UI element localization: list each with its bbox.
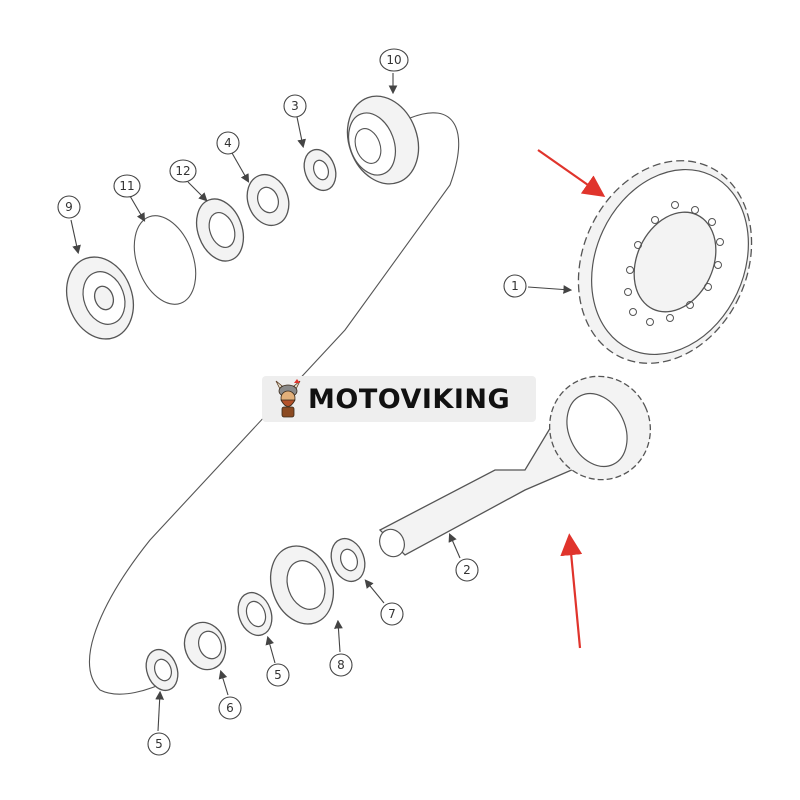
svg-text:1: 1 [511, 279, 519, 293]
callout-8: 8 [329, 653, 353, 677]
svg-text:4: 4 [224, 136, 232, 150]
callout-4: 4 [216, 131, 240, 155]
callout-2: 2 [455, 558, 479, 582]
svg-text:5: 5 [155, 737, 163, 751]
callout-6: 6 [218, 696, 242, 720]
svg-text:10: 10 [386, 53, 401, 67]
svg-text:3: 3 [291, 99, 299, 113]
svg-text:12: 12 [175, 164, 190, 178]
bearing-part-8 [270, 545, 334, 625]
svg-text:6: 6 [226, 701, 234, 715]
callout-12: 12 [169, 159, 197, 183]
highlight-arrow-pinion [560, 533, 583, 649]
callout-10: 10 [379, 48, 409, 72]
bearing-part-10 [346, 95, 420, 185]
o-ring-part-11 [133, 215, 197, 305]
svg-text:2: 2 [463, 563, 471, 577]
callout-9: 9 [57, 195, 81, 219]
flange-part-9 [66, 256, 134, 340]
assembly-outline [89, 112, 460, 695]
washer-part-7 [330, 537, 366, 583]
svg-text:7: 7 [388, 607, 396, 621]
callout-1: 1 [503, 274, 527, 298]
callout-11: 11 [113, 174, 141, 198]
nut-part-4 [246, 173, 290, 227]
svg-text:5: 5 [274, 668, 282, 682]
shim-part-5-upper [237, 591, 273, 637]
callout-leaders [70, 73, 573, 732]
callout-7: 7 [380, 602, 404, 626]
svg-text:9: 9 [65, 200, 73, 214]
svg-text:8: 8 [337, 658, 345, 672]
brand-name: MOTOVIKING [308, 383, 511, 415]
viking-mascot-icon [275, 379, 301, 418]
svg-text:11: 11 [119, 179, 134, 193]
callout-5-lower: 5 [147, 732, 171, 756]
washer-part-3 [303, 148, 337, 192]
highlight-arrow-ring-gear [537, 149, 606, 198]
callout-5-upper: 5 [266, 663, 290, 687]
ring-gear-part-1 [577, 160, 753, 364]
callout-3: 3 [283, 94, 307, 118]
seal-part-12 [195, 198, 245, 262]
spacer-part-6 [183, 621, 227, 671]
brand-watermark: MOTOVIKING [262, 376, 536, 422]
pinion-shaft-part-2 [378, 375, 652, 558]
shim-part-5-lower [145, 648, 179, 692]
